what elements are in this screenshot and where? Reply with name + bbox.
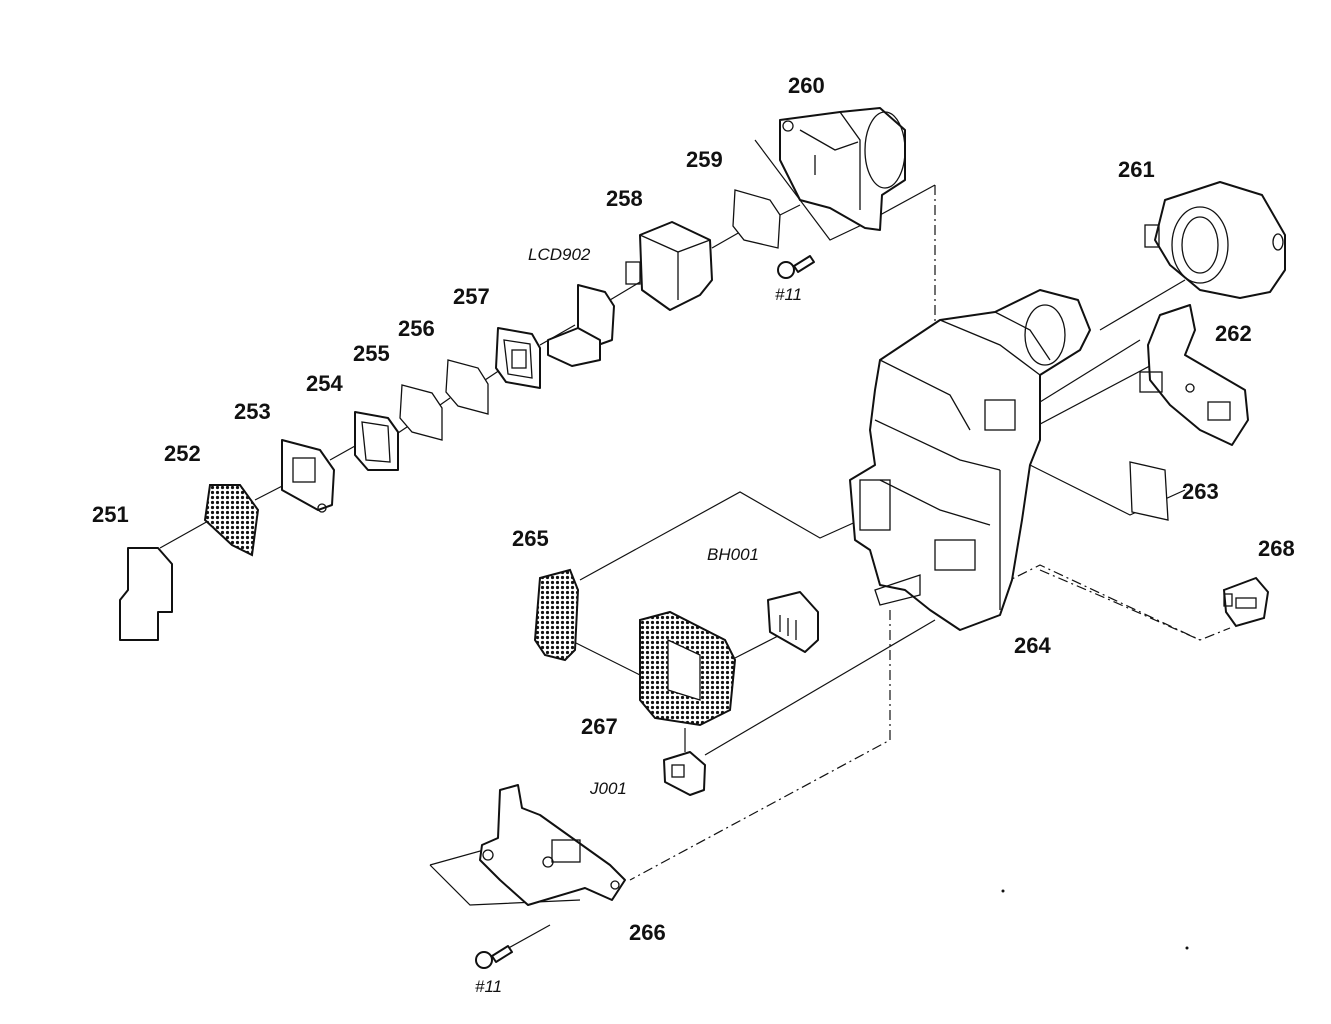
screw-bottom: [475, 945, 513, 969]
label-screw-top: #11: [775, 285, 803, 304]
stray-dot: [1185, 946, 1189, 950]
label-261: 261: [1118, 157, 1155, 182]
label-256: 256: [398, 316, 435, 341]
label-258: 258: [606, 186, 643, 211]
label-253: 253: [234, 399, 271, 424]
part-266-bracket: [479, 784, 626, 906]
part-262-cover: [1139, 304, 1249, 446]
part-267-shield: [639, 610, 737, 727]
part-252-shield-sheet: [203, 484, 260, 557]
part-255-sheet: [399, 384, 443, 441]
label-257: 257: [453, 284, 490, 309]
label-265: 265: [512, 526, 549, 551]
label-254: 254: [306, 371, 343, 396]
stray-dot: [1001, 889, 1005, 893]
part-258-bracket: [625, 221, 713, 311]
part-263-sheet: [1129, 461, 1169, 521]
label-260: 260: [788, 73, 825, 98]
part-260-viewfinder-housing: [779, 107, 906, 231]
label-259: 259: [686, 147, 723, 172]
label-252: 252: [164, 441, 201, 466]
part-j001-jack: [663, 751, 706, 796]
part-256-sheet: [445, 359, 489, 415]
label-266: 266: [629, 920, 666, 945]
part-254-frame: [354, 411, 399, 471]
screw-top: [777, 255, 815, 279]
part-bh001-connector: [767, 591, 819, 653]
part-253-holder: [281, 439, 335, 513]
label-251: 251: [92, 502, 129, 527]
part-251-flex-cable: [119, 547, 173, 641]
label-267: 267: [581, 714, 618, 739]
part-lcd902-panel: [547, 284, 615, 367]
label-268: 268: [1258, 536, 1295, 561]
part-265-sheet: [533, 568, 580, 662]
part-264-main-frame: [849, 289, 1091, 631]
part-259-sheet: [732, 189, 781, 249]
label-262: 262: [1215, 321, 1252, 346]
part-257-frame: [495, 327, 541, 389]
label-264: 264: [1014, 633, 1051, 658]
part-261-eyecup: [1144, 181, 1286, 299]
label-263: 263: [1182, 479, 1219, 504]
label-bh001: BH001: [707, 545, 759, 564]
part-268-connector: [1222, 576, 1270, 628]
label-screw-bottom: #11: [475, 977, 503, 996]
label-j001: J001: [590, 779, 627, 798]
label-lcd902: LCD902: [528, 245, 591, 264]
label-255: 255: [353, 341, 390, 366]
